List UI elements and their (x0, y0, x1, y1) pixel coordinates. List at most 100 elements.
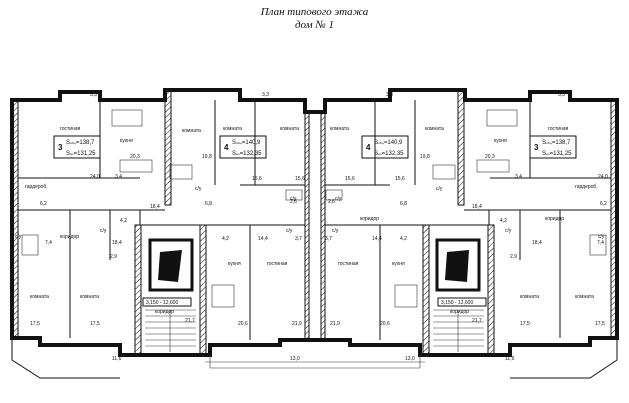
plan-title: План типового этажа дом № 1 (0, 6, 629, 32)
s-total: =140,9 (242, 140, 261, 146)
s-living: =132,35 (240, 151, 263, 157)
area-value: 24,0 (598, 174, 608, 180)
level-mark: 3,150 - 12,600 (441, 300, 473, 306)
area-value: 3,3 (90, 92, 97, 98)
s-total: =138,7 (76, 140, 95, 146)
room-label: гардероб. (25, 184, 48, 190)
area-value: 14,4 (372, 236, 382, 242)
s-sub: общ (546, 141, 552, 145)
area-value: 21,9 (330, 321, 340, 327)
landing-mark-right: 3,150 - 12,600 коридор (437, 297, 487, 315)
area-total: Sобщ=138,7 (66, 140, 95, 146)
area-value: 21,9 (292, 321, 302, 327)
area-value: 15,6 (395, 176, 405, 182)
s-total: =138,7 (552, 140, 571, 146)
room-label: кухня (494, 138, 507, 144)
area-value: 18,4 (112, 240, 122, 246)
hatched-wall (304, 111, 310, 341)
area-value: 15,6 (345, 176, 355, 182)
room-label: комната (280, 126, 299, 132)
area-living: Sжп=132,35 (374, 151, 404, 157)
area-value: 3,7 (295, 236, 302, 242)
room-label: с/у (195, 186, 202, 192)
area-value: 15,6 (252, 176, 262, 182)
area-value: 6,2 (600, 201, 607, 207)
room-label: коридор (450, 309, 469, 315)
s-living: =131,25 (550, 151, 573, 157)
s-sub: жп (378, 152, 382, 156)
area-value: 6,8 (205, 201, 212, 207)
rooms-count: 4 (366, 143, 371, 152)
room-label: гардероб. (575, 184, 598, 190)
room-label: с/у (598, 234, 605, 240)
s-sub: жп (70, 152, 74, 156)
area-value: 4,2 (222, 236, 229, 242)
area-value: 17,5 (595, 321, 605, 327)
apartment-cr-summary: 4 Sобщ=140,9 Sжп=132,35 (361, 135, 409, 159)
room-label: с/у (15, 234, 22, 240)
balcony-left (11, 338, 120, 379)
s-living: =132,35 (382, 151, 405, 157)
room-label: гостиная (60, 126, 81, 132)
level-mark: 3,150 - 12,600 (146, 300, 178, 306)
area-value: 11,6 (505, 356, 515, 362)
area-value: 3,4 (515, 174, 522, 180)
hatched-wall (199, 224, 207, 356)
landing-mark-left: 3,150 - 12,600 коридор (142, 297, 192, 315)
area-value: 3,7 (325, 236, 332, 242)
hatched-wall (610, 99, 618, 339)
area-value: 19,8 (202, 154, 212, 160)
apartment-cl-summary: 4 Sобщ=140,9 Sжп=132,35 (219, 135, 267, 159)
area-value: 3,3 (386, 92, 393, 98)
rooms-count: 3 (58, 143, 63, 152)
outer-wall (10, 88, 619, 357)
area-value: 2,9 (510, 254, 517, 260)
s-living: =131,25 (74, 151, 97, 157)
room-label: гостиная (338, 261, 359, 267)
room-label: с/у (100, 228, 107, 234)
area-living: Sжп=131,25 (66, 151, 96, 157)
room-label: кухня (120, 138, 133, 144)
area-value: 2,9 (110, 254, 117, 260)
room-label: кухня (392, 261, 405, 267)
area-value: 6,8 (400, 201, 407, 207)
room-label: гостиная (548, 126, 569, 132)
s-sub: жп (546, 152, 550, 156)
area-numbers: 3,3 3,3 3,3 3,3 20,3 19,8 15,6 15,6 15,6… (30, 92, 608, 362)
area-value: 17,5 (90, 321, 100, 327)
room-label: с/у (286, 228, 293, 234)
room-label: с/у (505, 228, 512, 234)
area-value: 18,4 (150, 204, 160, 210)
title-line-1: План типового этажа (260, 6, 369, 18)
hatched-wall (11, 99, 19, 339)
area-value: 18,4 (472, 204, 482, 210)
s-sub: общ (70, 141, 76, 145)
rooms-count: 4 (224, 143, 229, 152)
area-value: 11,6 (112, 356, 122, 362)
area-value: 14,4 (258, 236, 268, 242)
area-value: 4,2 (400, 236, 407, 242)
area-value: 20,6 (380, 321, 390, 327)
area-value: 3,4 (115, 174, 122, 180)
hatched-wall (457, 89, 465, 206)
room-label: коридор (60, 234, 79, 240)
hatched-wall (487, 224, 495, 356)
room-label: с/у (290, 196, 297, 202)
area-value: 24,0 (90, 174, 100, 180)
apartment-left-summary: 3 Sобщ=138,7 Sжп=131,25 (53, 135, 101, 159)
hatched-wall (422, 224, 430, 356)
area-total: Sобщ=140,9 (374, 140, 403, 146)
area-total: Sобщ=138,7 (542, 140, 571, 146)
room-label: комната (425, 126, 444, 132)
room-label: комната (30, 294, 49, 300)
room-label: с/у (332, 228, 339, 234)
area-value: 20,3 (485, 154, 495, 160)
room-label: с/у (335, 196, 342, 202)
title-line-2: дом № 1 (294, 19, 335, 31)
area-living: Sжп=132,35 (232, 151, 262, 157)
area-value: 13,0 (405, 356, 415, 362)
area-value: 19,8 (420, 154, 430, 160)
s-sub: жп (236, 152, 240, 156)
area-value: 17,5 (30, 321, 40, 327)
area-value: 4,2 (500, 218, 507, 224)
